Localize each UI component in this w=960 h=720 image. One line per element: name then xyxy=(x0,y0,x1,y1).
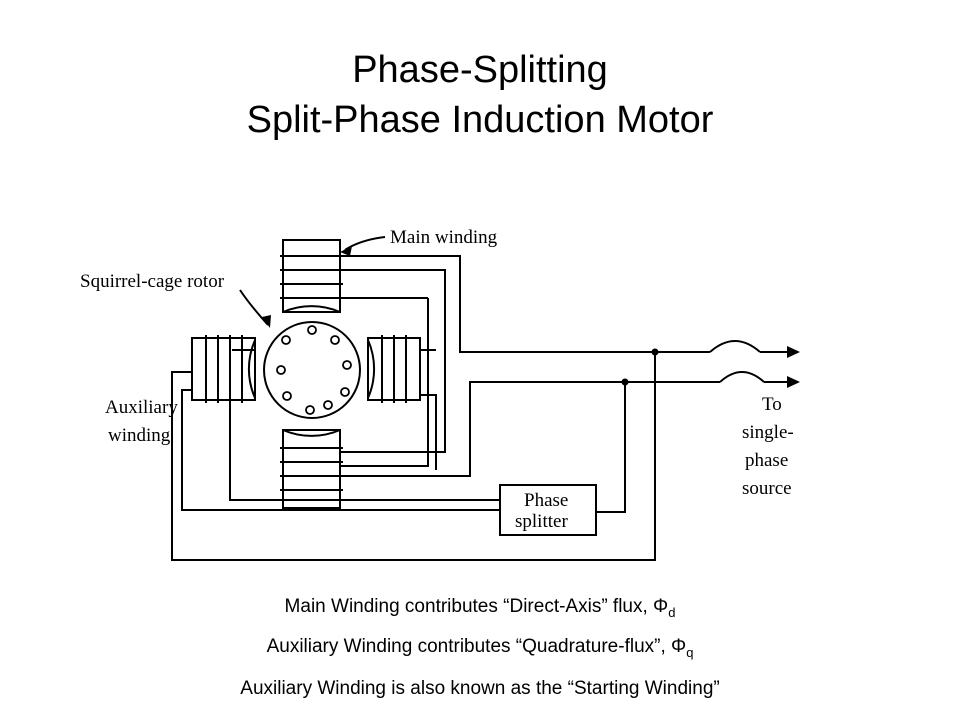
auxiliary-winding-right xyxy=(367,335,421,403)
slide-title-line2: Split-Phase Induction Motor xyxy=(246,99,714,141)
main-winding-wires xyxy=(340,255,720,477)
label-pointer-rotor xyxy=(239,289,269,326)
auxiliary-label-line2: winding xyxy=(108,425,171,446)
rotor-bars xyxy=(276,325,352,415)
phase-splitter-box xyxy=(499,484,597,536)
caption-quadrature-subscript: q xyxy=(686,645,694,660)
caption-quadrature-text: Auxiliary Winding contributes “Quadratur… xyxy=(266,636,687,657)
source-label-line3: phase xyxy=(745,450,788,471)
main-winding-top xyxy=(280,239,343,313)
phase-splitter-label-line2: splitter xyxy=(515,511,568,532)
junction-dots xyxy=(621,348,659,386)
auxiliary-winding-wires xyxy=(171,349,656,561)
caption-direct-axis-text: Main Winding contributes “Direct-Axis” f… xyxy=(284,596,669,617)
source-switch xyxy=(709,340,795,383)
auxiliary-label-line1: Auxiliary xyxy=(105,397,178,418)
rotor-label: Squirrel-cage rotor xyxy=(80,271,225,292)
main-winding-bottom xyxy=(280,429,343,509)
source-arrows xyxy=(262,246,800,388)
source-label-line1: To xyxy=(762,394,782,415)
stator-frame xyxy=(247,305,376,437)
slide-title-line1: Phase-Splitting xyxy=(352,49,608,91)
auxiliary-winding-left xyxy=(191,335,256,403)
caption-direct-axis-subscript: d xyxy=(668,605,676,620)
main-winding-label: Main winding xyxy=(390,227,498,248)
source-label-line2: single- xyxy=(742,422,794,443)
source-label-line4: source xyxy=(742,478,792,499)
phase-splitter-label-line1: Phase xyxy=(524,490,568,511)
caption-quadrature: Auxiliary Winding contributes “Quadratur… xyxy=(0,636,960,660)
caption-starting-winding: Auxiliary Winding is also known as the “… xyxy=(240,678,720,699)
squirrel-cage-rotor xyxy=(263,321,361,419)
caption-direct-axis: Main Winding contributes “Direct-Axis” f… xyxy=(0,596,960,620)
